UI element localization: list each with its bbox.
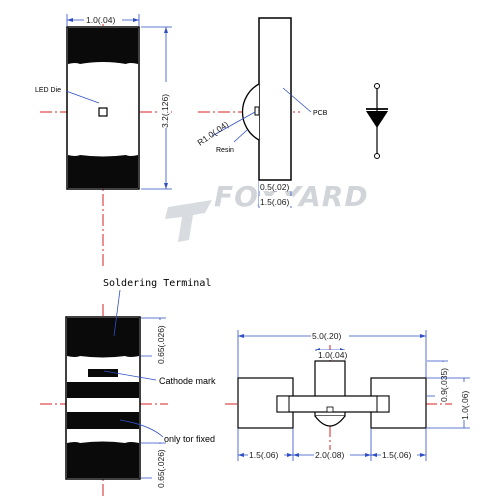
dim-side-thickness: 1.5(.06) <box>260 197 289 207</box>
dim-pad-small-height: 0.9(.035) <box>439 368 449 402</box>
dim-pad-left: 1.5(.06) <box>249 450 278 460</box>
cathode-mark-label: Cathode mark <box>159 376 216 386</box>
top-terminal-upper <box>68 28 138 64</box>
dim-top-width: 1.0(.04) <box>86 15 115 25</box>
pcb-label: PCB <box>313 110 328 117</box>
side-view: R1.0(.04) Resin PCB 0.5(.02) 1.5(.06) <box>195 17 328 208</box>
dim-pad-total: 5.0(.20) <box>312 331 341 341</box>
dim-pad-right: 1.5(.06) <box>382 450 411 460</box>
dim-side-depth: 0.5(.02) <box>260 182 289 192</box>
led-die <box>98 107 108 117</box>
dim-top-height: 3.2(.126) <box>160 94 170 128</box>
pad-layout: 5.0(.20) 1.0(.04) 0.9(.035) 1.0(.06) <box>237 330 470 461</box>
resin-dome <box>241 83 260 141</box>
top-view: LED Die 1.0(.04) 3.2(.126) <box>35 14 172 190</box>
dim-bottom-terminal-top: 0.65(.026) <box>156 325 166 364</box>
cathode-mark <box>88 369 118 377</box>
soldering-terminal-label: Soldering Terminal <box>103 278 211 289</box>
led-die-label: LED Die <box>35 87 61 94</box>
dim-pad-height: 1.0(.06) <box>460 391 470 420</box>
dim-bottom-terminal-bottom: 0.65(.026) <box>156 449 166 488</box>
top-terminal-lower <box>68 155 138 188</box>
resin-label: Resin <box>216 147 234 154</box>
only-for-fixed-label: only tor fixed <box>164 434 215 444</box>
bottom-view: Soldering Terminal Cathode mark only tor… <box>65 278 216 488</box>
dim-pad-gap: 2.0(.08) <box>315 450 344 460</box>
dim-pad-center: 1.0(.04) <box>318 350 347 360</box>
dim-lens-radius: R1.0(.04) <box>195 119 230 148</box>
diode-symbol-icon <box>366 83 388 159</box>
pcb-body <box>258 17 292 181</box>
